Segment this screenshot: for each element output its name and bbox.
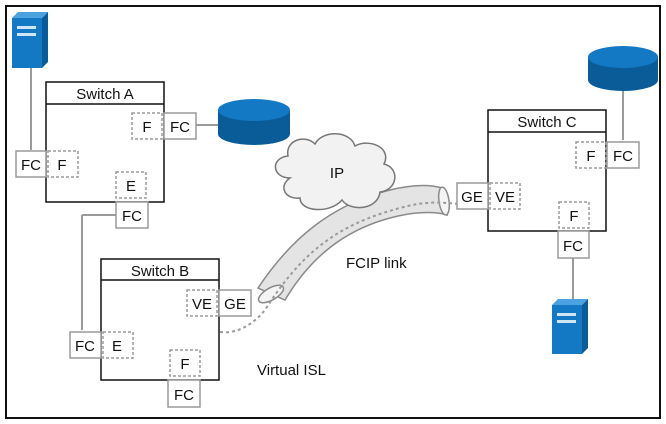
connection-lines bbox=[30, 68, 624, 330]
port-label: GE bbox=[461, 189, 483, 206]
virtual-isl-label: Virtual ISL bbox=[257, 362, 326, 379]
port-label: E bbox=[126, 178, 136, 195]
switch-a-port-f-left bbox=[47, 150, 79, 178]
switch-c-port-fc-right bbox=[606, 141, 640, 169]
switch-c-port-f-right bbox=[575, 141, 607, 169]
switch-a: Switch A F FC FC F E FC bbox=[15, 81, 197, 229]
fcip-tube bbox=[199, 184, 459, 334]
switch-c-port-ge bbox=[456, 182, 489, 210]
port-label: FC bbox=[122, 208, 142, 225]
port-label: F bbox=[586, 148, 595, 165]
port-label: FC bbox=[174, 387, 194, 404]
storage-disk-icon bbox=[218, 99, 290, 145]
port-label: VE bbox=[192, 296, 212, 313]
port-label: FC bbox=[21, 157, 41, 174]
switch-c-title: Switch C bbox=[517, 114, 576, 131]
switch-a-port-f-right bbox=[131, 112, 163, 140]
switch-b-port-ve bbox=[186, 289, 218, 317]
port-label: FC bbox=[563, 238, 583, 255]
switch-c: Switch C F FC GE VE F FC bbox=[456, 109, 640, 259]
switch-b-box bbox=[100, 258, 220, 381]
port-label: FC bbox=[75, 338, 95, 355]
switch-b: Switch B VE GE FC E F FC bbox=[69, 258, 252, 408]
switch-c-port-ve bbox=[489, 182, 521, 210]
port-label: VE bbox=[495, 189, 515, 206]
switch-b-port-fc-bottom bbox=[167, 379, 201, 408]
port-label: F bbox=[142, 119, 151, 136]
switch-b-port-e bbox=[102, 331, 134, 359]
port-label: F bbox=[569, 208, 578, 225]
ip-cloud-icon bbox=[274, 133, 396, 211]
switch-c-port-fc-bottom bbox=[557, 230, 590, 259]
switch-a-port-fc-bottom bbox=[115, 201, 149, 229]
port-label: F bbox=[180, 356, 189, 373]
port-label: FC bbox=[170, 119, 190, 136]
switch-a-port-e bbox=[115, 171, 147, 199]
switch-a-port-fc-right bbox=[163, 112, 197, 140]
switch-b-title: Switch B bbox=[131, 263, 189, 280]
server-icon bbox=[12, 12, 48, 68]
ip-label: IP bbox=[330, 165, 344, 182]
switch-a-box bbox=[45, 81, 165, 203]
switch-c-box bbox=[487, 109, 607, 232]
virtual-isl-path bbox=[199, 201, 459, 334]
switch-b-port-f bbox=[169, 349, 201, 377]
port-label: E bbox=[112, 338, 122, 355]
fcip-link-label: FCIP link bbox=[346, 255, 407, 272]
port-label: FC bbox=[613, 148, 633, 165]
outer-frame bbox=[5, 5, 661, 419]
server-icon bbox=[552, 299, 588, 354]
switch-a-port-fc-left bbox=[15, 150, 47, 178]
switch-b-port-ge bbox=[218, 289, 252, 317]
switch-c-port-f-bottom bbox=[558, 201, 590, 229]
port-label: GE bbox=[224, 296, 246, 313]
switch-b-port-fc-left bbox=[69, 331, 102, 359]
storage-disk-icon bbox=[588, 46, 658, 91]
port-label: F bbox=[57, 157, 66, 174]
switch-a-title: Switch A bbox=[76, 86, 134, 103]
